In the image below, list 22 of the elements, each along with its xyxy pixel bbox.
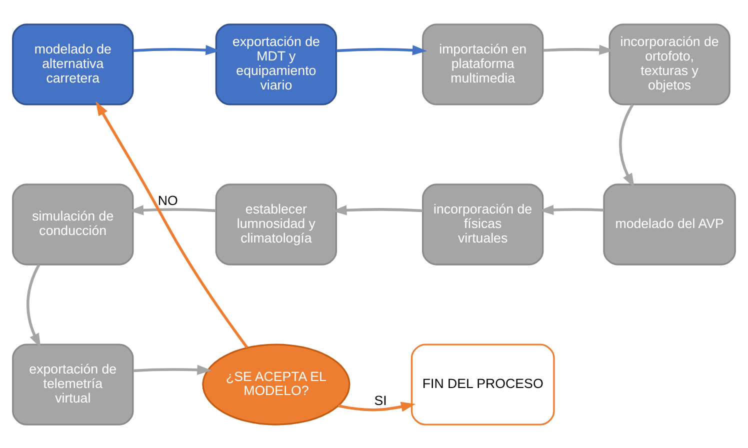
node-box: FIN DEL PROCESO <box>410 343 555 425</box>
arrow <box>332 204 423 215</box>
node-box: incorporación de ortofoto, texturas y objetos <box>608 23 730 105</box>
node-box: modelado del AVP <box>603 183 736 265</box>
node-box: incorporación de físicas virtuales <box>422 183 544 265</box>
edge-label: NO <box>158 192 178 208</box>
node-ellipse: ¿SE ACEPTA EL MODELO? <box>202 343 350 425</box>
arrow <box>129 204 216 215</box>
node-box: modelado de alternativa carretera <box>12 23 134 105</box>
node-box: establecer lumnosidad y climatología <box>215 183 338 265</box>
arrow <box>96 100 248 348</box>
edge-label: SI <box>374 392 387 408</box>
arrow <box>133 364 212 374</box>
node-box: exportación de MDT y equipamiento viario <box>215 23 338 105</box>
arrow <box>338 401 416 412</box>
arrow <box>336 44 427 55</box>
arrow <box>619 104 634 188</box>
node-box: importación en plataforma multimedia <box>422 23 544 105</box>
node-box: simulación de conducción <box>12 183 134 265</box>
arrow <box>539 204 604 214</box>
node-box: exportación de telemetría virtual <box>12 343 134 425</box>
arrow <box>26 264 41 348</box>
